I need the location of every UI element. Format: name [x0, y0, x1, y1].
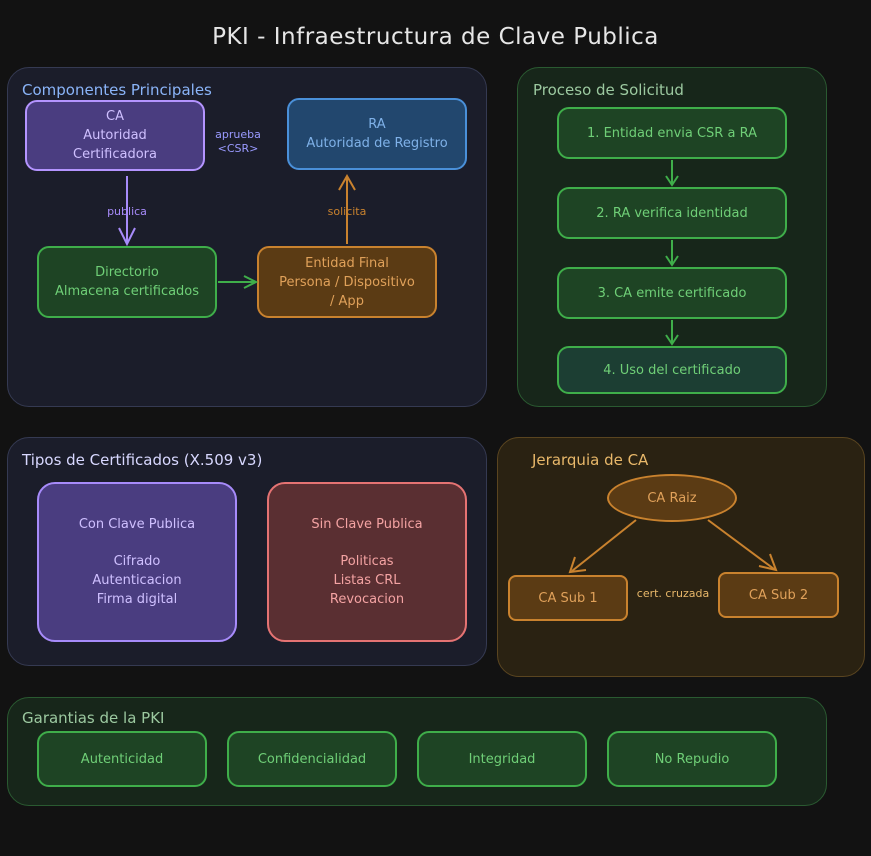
con-clave-heading: Con Clave Publica — [78, 517, 196, 532]
sin-clave-box[interactable]: Sin Clave Publica Politicas Listas CRL R… — [267, 482, 467, 642]
publica-label: publica — [107, 205, 147, 218]
con-item-1: Cifrado — [113, 554, 161, 569]
jerarquia-title: Jerarquia de CA — [532, 451, 649, 469]
csr-value: CSR — [226, 142, 250, 155]
con-item-2: Autenticacion — [92, 573, 182, 588]
step-1[interactable]: 1. Entidad envia CSR a RA — [557, 107, 787, 159]
ra-line-2: Autoridad de Registro — [306, 136, 448, 151]
sin-item-2: Listas CRL — [333, 573, 401, 588]
ca-line-1: CA — [106, 109, 124, 124]
jerarquia-panel — [497, 437, 865, 677]
sin-clave-heading: Sin Clave Publica — [311, 517, 423, 532]
aprueba-text: aprueba — [215, 128, 261, 141]
garantias-title: Garantias de la PKI — [22, 709, 165, 727]
sin-item-3: Revocacion — [329, 592, 405, 607]
ca-raiz-node[interactable]: CA Raiz — [607, 474, 737, 522]
aprueba-label: aprueba <CSR> — [206, 128, 270, 156]
step-2[interactable]: 2. RA verifica identidad — [557, 187, 787, 239]
ca-line-3: Certificadora — [73, 147, 157, 162]
step-4[interactable]: 4. Uso del certificado — [557, 346, 787, 394]
con-item-3: Firma digital — [96, 592, 178, 607]
garantia-integridad[interactable]: Integridad — [417, 731, 587, 787]
entidad-line-2: Persona / Dispositivo — [279, 274, 415, 290]
garantia-autenticidad[interactable]: Autenticidad — [37, 731, 207, 787]
proceso-title: Proceso de Solicitud — [533, 81, 684, 99]
directorio-line-1: Directorio — [95, 265, 159, 280]
entidad-box[interactable]: Entidad Final Persona / Dispositivo / Ap… — [257, 246, 437, 318]
solicita-label: solicita — [327, 205, 367, 218]
directorio-box[interactable]: Directorio Almacena certificados — [37, 246, 217, 318]
step-3[interactable]: 3. CA emite certificado — [557, 267, 787, 319]
ca-sub1-node[interactable]: CA Sub 1 — [508, 575, 628, 621]
ca-box[interactable]: CA Autoridad Certificadora — [25, 100, 205, 171]
cruzada-label: cert. cruzada — [636, 587, 710, 600]
ra-box[interactable]: RA Autoridad de Registro — [287, 98, 467, 170]
ca-line-2: Autoridad — [83, 128, 147, 143]
csr-text: <CSR> — [217, 142, 259, 155]
directorio-line-2: Almacena certificados — [54, 284, 200, 299]
entidad-line-3: / App — [330, 293, 364, 309]
garantia-confidencialidad[interactable]: Confidencialidad — [227, 731, 397, 787]
garantia-no-repudio[interactable]: No Repudio — [607, 731, 777, 787]
ra-line-1: RA — [368, 117, 386, 132]
tipos-title: Tipos de Certificados (X.509 v3) — [22, 451, 263, 469]
sin-item-1: Politicas — [340, 554, 394, 569]
ca-sub2-node[interactable]: CA Sub 2 — [718, 572, 839, 618]
page-title: PKI - Infraestructura de Clave Publica — [212, 24, 659, 50]
entidad-line-1: Entidad Final — [305, 255, 389, 271]
componentes-title: Componentes Principales — [22, 81, 212, 99]
con-clave-box[interactable]: Con Clave Publica Cifrado Autenticacion … — [37, 482, 237, 642]
